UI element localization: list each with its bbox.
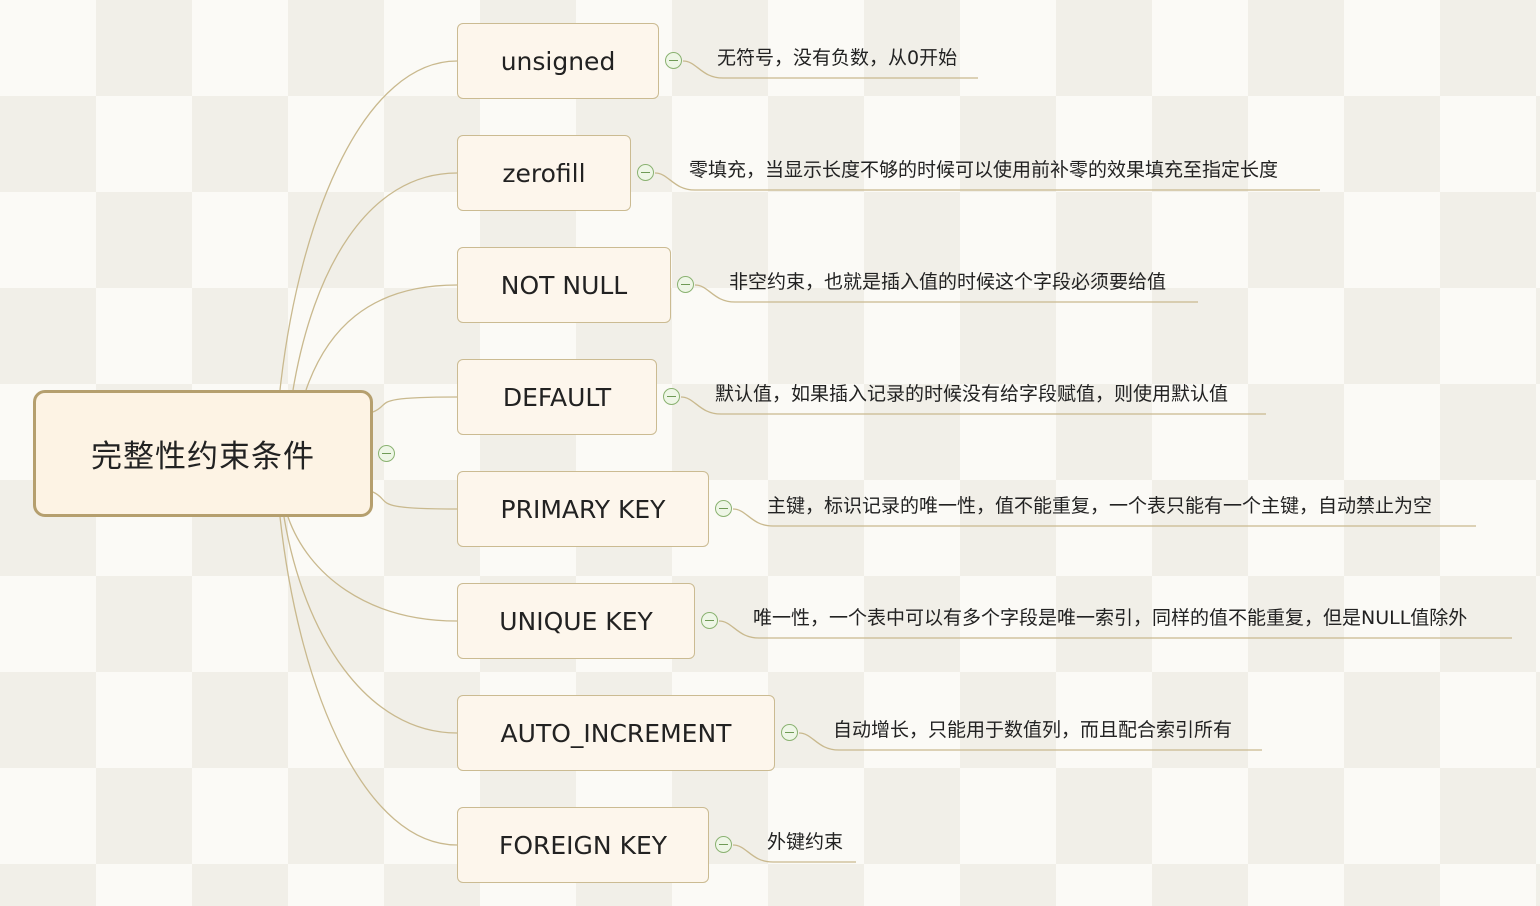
branch-description: 自动增长，只能用于数值列，而且配合索引所有 (833, 719, 1233, 741)
root-branch-connector (372, 491, 458, 510)
collapse-minus-icon[interactable] (715, 500, 732, 517)
root-node[interactable]: 完整性约束条件 (33, 390, 373, 517)
root-branch-connector (292, 172, 458, 391)
branch-description: 主键，标识记录的唯一性，值不能重复，一个表只能有一个主键，自动禁止为空 (767, 495, 1433, 517)
root-branch-connector (305, 284, 458, 391)
branch-description: 默认值，如果插入记录的时候没有给字段赋值，则使用默认值 (715, 383, 1229, 405)
branch-description: 非空约束，也就是插入值的时候这个字段必须要给值 (729, 271, 1167, 293)
branch-node[interactable]: AUTO_INCREMENT (457, 695, 775, 771)
branch-node[interactable]: DEFAULT (457, 359, 657, 435)
collapse-minus-icon[interactable] (701, 612, 718, 629)
branch-node[interactable]: PRIMARY KEY (457, 471, 709, 547)
collapse-minus-icon[interactable] (637, 164, 654, 181)
collapse-minus-icon[interactable] (677, 276, 694, 293)
branch-node-label: unsigned (500, 46, 616, 76)
root-branch-connector (372, 396, 458, 413)
root-branch-connector (279, 516, 458, 846)
collapse-minus-icon[interactable] (663, 388, 680, 405)
branch-node-label: zerofill (502, 158, 586, 188)
branch-node-label: UNIQUE KEY (499, 606, 653, 636)
branch-description: 外键约束 (767, 831, 844, 853)
branch-node-label: FOREIGN KEY (498, 830, 668, 860)
root-collapse-icon[interactable] (378, 445, 395, 462)
branch-node-label: AUTO_INCREMENT (500, 718, 732, 748)
branch-node-label: NOT NULL (500, 270, 628, 300)
root-node-label: 完整性约束条件 (91, 439, 315, 475)
branch-node[interactable]: unsigned (457, 23, 659, 99)
collapse-minus-icon[interactable] (715, 836, 732, 853)
root-branch-connector (287, 516, 458, 622)
branch-node-label: DEFAULT (502, 382, 612, 412)
branch-node[interactable]: zerofill (457, 135, 631, 211)
branch-node[interactable]: UNIQUE KEY (457, 583, 695, 659)
branch-description: 无符号，没有负数，从0开始 (717, 47, 958, 69)
branch-description: 唯一性，一个表中可以有多个字段是唯一索引，同样的值不能重复，但是NULL值除外 (753, 607, 1468, 629)
collapse-minus-icon[interactable] (665, 52, 682, 69)
branch-node[interactable]: FOREIGN KEY (457, 807, 709, 883)
branch-node-label: PRIMARY KEY (500, 494, 666, 524)
branch-node[interactable]: NOT NULL (457, 247, 671, 323)
branch-description: 零填充，当显示长度不够的时候可以使用前补零的效果填充至指定长度 (689, 159, 1279, 181)
collapse-minus-icon[interactable] (781, 724, 798, 741)
root-branch-connector (279, 60, 458, 391)
root-branch-connector (283, 516, 458, 734)
